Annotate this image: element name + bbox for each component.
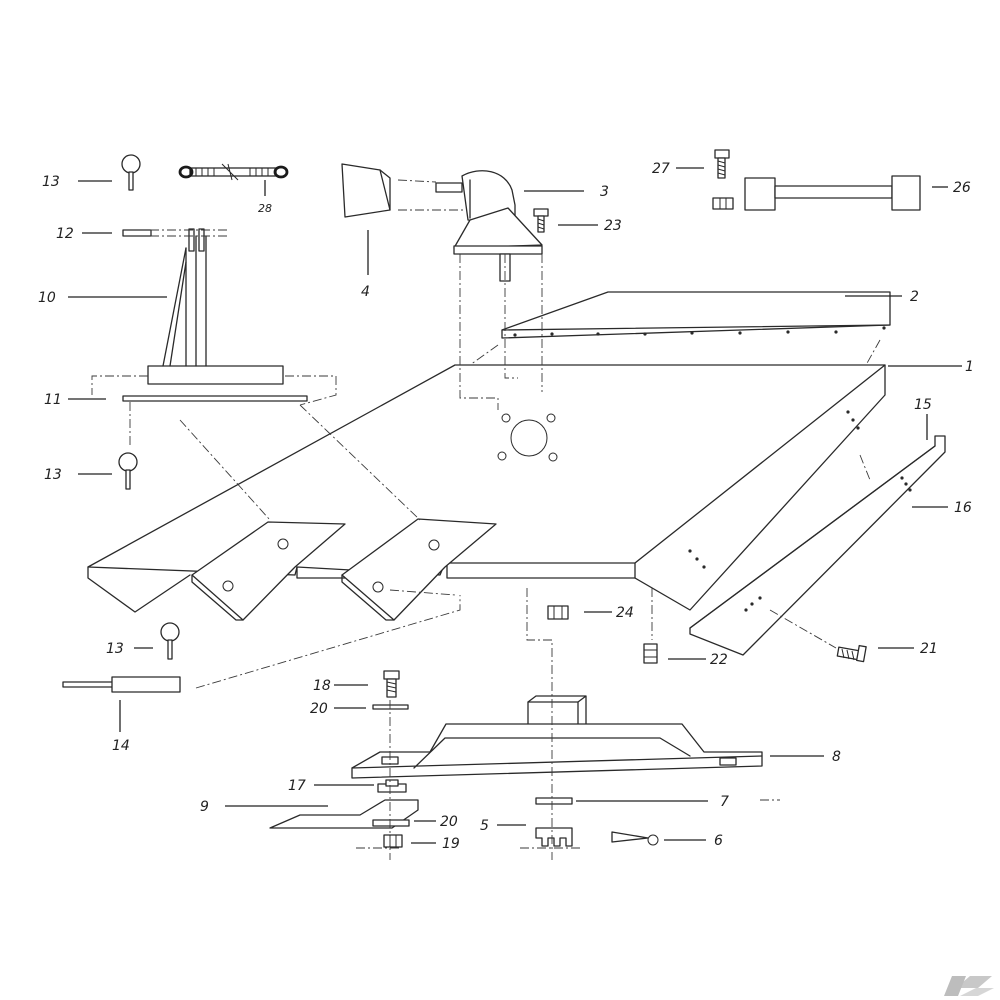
label-4: 4 bbox=[361, 284, 370, 300]
label-21: 21 bbox=[920, 641, 938, 657]
shaft-hardware bbox=[535, 797, 659, 847]
label-12: 12 bbox=[56, 226, 74, 242]
label-19: 19 bbox=[442, 836, 460, 852]
gearbox bbox=[435, 170, 543, 282]
label-13-mid: 13 bbox=[44, 467, 62, 483]
label-16: 16 bbox=[954, 500, 972, 516]
roller-axle bbox=[744, 175, 921, 211]
label-22: 22 bbox=[710, 652, 728, 668]
label-1: 1 bbox=[965, 359, 974, 375]
label-20-low: 20 bbox=[440, 814, 458, 830]
label-23: 23 bbox=[604, 218, 622, 234]
lynch-pins bbox=[118, 154, 180, 660]
nuts bbox=[547, 605, 658, 664]
label-8: 8 bbox=[832, 749, 841, 765]
label-13-low: 13 bbox=[106, 641, 124, 657]
label-14: 14 bbox=[112, 738, 130, 754]
label-28: 28 bbox=[258, 202, 272, 215]
label-27: 27 bbox=[652, 161, 670, 177]
cover-plate bbox=[501, 291, 891, 339]
alignment-lines bbox=[91, 179, 881, 860]
shaft bbox=[62, 676, 181, 693]
leader-lines bbox=[68, 167, 962, 844]
label-20-top: 20 bbox=[310, 701, 328, 717]
hitch-frame bbox=[147, 228, 284, 385]
blade-hardware bbox=[269, 670, 419, 848]
bolts bbox=[533, 149, 734, 233]
pin bbox=[122, 229, 152, 237]
mower-deck bbox=[87, 364, 886, 621]
skid-bolt bbox=[836, 644, 867, 663]
pto-shield bbox=[341, 163, 391, 218]
label-10: 10 bbox=[38, 290, 56, 306]
label-26: 26 bbox=[953, 180, 971, 196]
base-plate bbox=[122, 395, 308, 402]
label-3: 3 bbox=[600, 184, 609, 200]
label-5: 5 bbox=[480, 818, 489, 834]
skid-shoe bbox=[689, 435, 946, 656]
brand-logo bbox=[944, 976, 994, 996]
turnbuckle bbox=[178, 163, 289, 181]
label-24: 24 bbox=[616, 605, 634, 621]
label-6: 6 bbox=[714, 833, 723, 849]
blade-holder bbox=[351, 695, 763, 779]
label-11: 11 bbox=[44, 392, 62, 408]
label-17: 17 bbox=[288, 778, 306, 794]
label-15: 15 bbox=[914, 397, 932, 413]
part-labels: 13 28 12 10 11 13 4 3 23 27 26 2 1 15 16… bbox=[38, 161, 974, 852]
label-9: 9 bbox=[200, 799, 209, 815]
label-18: 18 bbox=[313, 678, 331, 694]
label-13-top: 13 bbox=[42, 174, 60, 190]
label-7: 7 bbox=[720, 794, 729, 810]
label-2: 2 bbox=[910, 289, 919, 305]
